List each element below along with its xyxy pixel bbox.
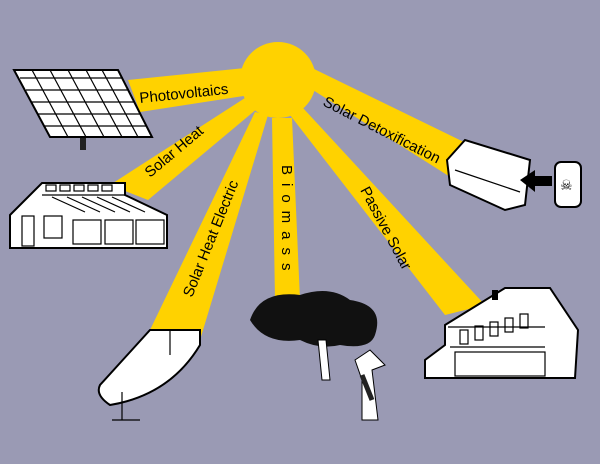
beam-solar-heat (110, 98, 258, 200)
svg-text:☠: ☠ (560, 178, 573, 194)
parabolic-trough (97, 329, 201, 421)
solar-detox-reactor: ☠ (445, 138, 582, 212)
beam-solar-heat-electric (150, 112, 268, 340)
beam-biomass (272, 118, 300, 300)
beam-passive-solar (290, 108, 485, 315)
label-biomass: Biomass (278, 165, 295, 279)
solar-heat-house (9, 182, 168, 249)
beam-solar-detox (305, 68, 470, 180)
biomass-trees (250, 291, 386, 421)
photovoltaic-panel (12, 69, 154, 150)
sun (240, 42, 316, 118)
beam-photovoltaics (128, 68, 250, 112)
passive-solar-house (424, 287, 580, 379)
